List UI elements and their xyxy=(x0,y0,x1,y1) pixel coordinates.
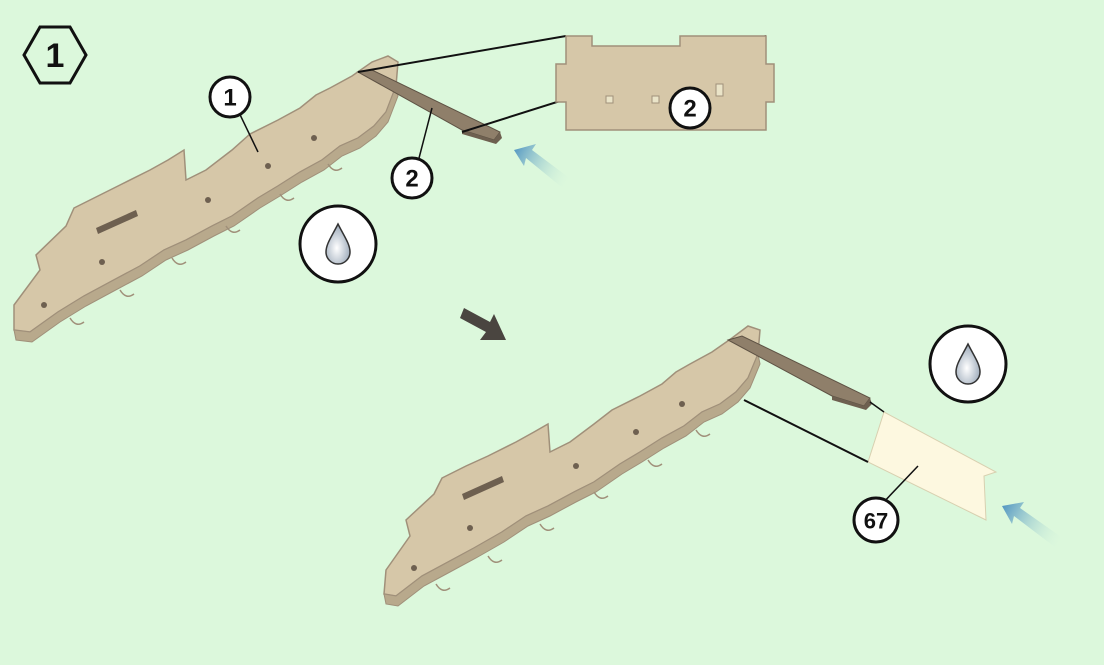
callout-part-2: 2 xyxy=(390,156,434,200)
side-panel-lower xyxy=(383,325,761,607)
step-number: 1 xyxy=(46,37,65,75)
insert-direction-arrow-icon xyxy=(1002,502,1074,554)
callout-part-2-detail: 2 xyxy=(668,86,712,130)
arrow-right-icon xyxy=(460,308,506,340)
leader-part-2 xyxy=(417,107,433,163)
insert-direction-arrow-icon xyxy=(514,144,580,194)
detail-leader-top xyxy=(357,35,567,73)
part-2-detail-view xyxy=(555,35,775,131)
paper-strip-part-67 xyxy=(743,399,998,521)
water-drop-icon xyxy=(928,324,1008,404)
plank-part-2-lower xyxy=(726,335,872,410)
step-badge: 1 xyxy=(22,25,88,85)
svg-text:67: 67 xyxy=(864,509,888,534)
svg-text:1: 1 xyxy=(223,85,236,112)
side-panel-upper xyxy=(13,55,399,343)
svg-text:2: 2 xyxy=(683,96,696,123)
water-drop-icon xyxy=(298,204,378,284)
callout-part-67: 67 xyxy=(852,496,900,544)
svg-text:2: 2 xyxy=(405,166,418,193)
callout-part-1: 1 xyxy=(208,75,252,119)
